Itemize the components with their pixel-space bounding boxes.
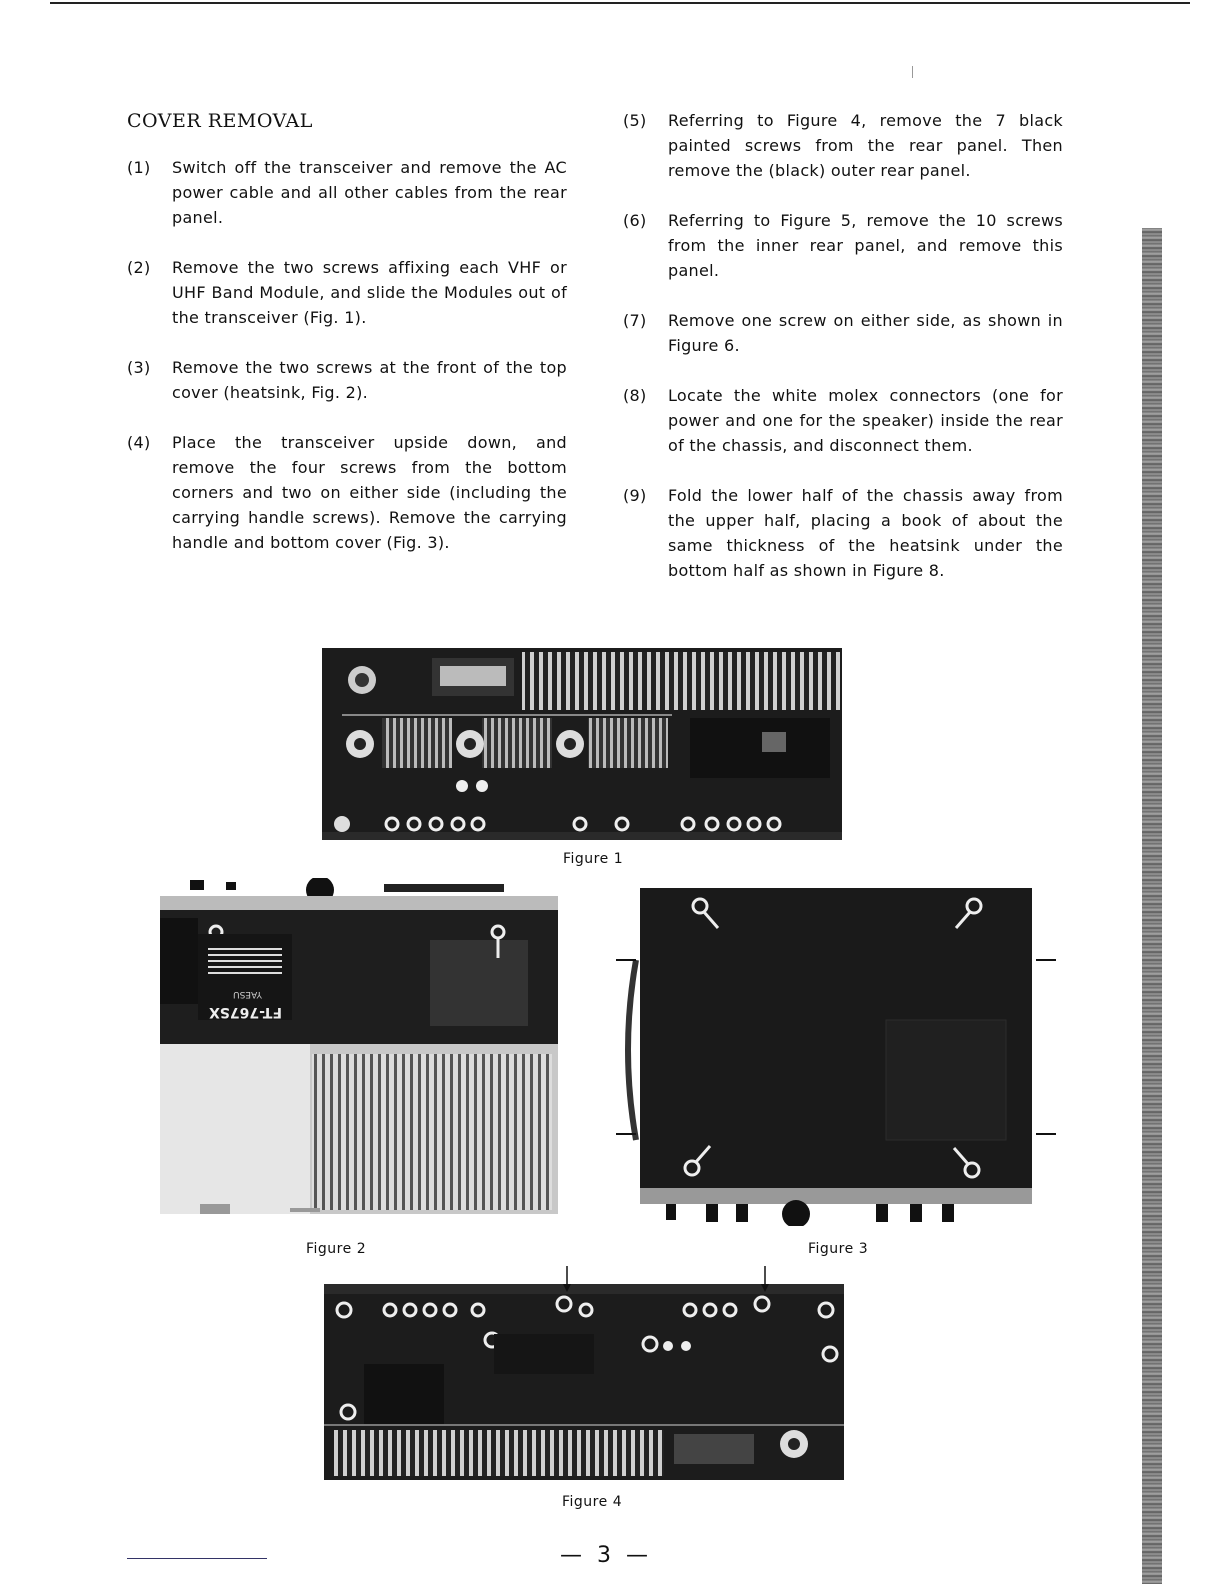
step-text: Place the transceiver upside down, and r… [172, 433, 567, 552]
figure-2-model-label: FT-767SX [209, 1004, 282, 1020]
step-number: (2) [127, 258, 151, 277]
step-6: (6) Referring to Figure 5, remove the 10… [623, 208, 1063, 283]
step-7: (7) Remove one screw on either side, as … [623, 308, 1063, 358]
figure-4-arrow-icon [761, 1266, 769, 1292]
step-text: Remove one screw on either side, as show… [668, 311, 1063, 355]
step-text: Fold the lower half of the chassis away … [668, 486, 1063, 580]
figure-3-caption: Figure 3 [808, 1241, 869, 1257]
step-number: (8) [623, 386, 647, 405]
step-1: (1) Switch off the transceiver and remov… [127, 155, 567, 230]
step-text: Referring to Figure 4, remove the 7 blac… [668, 111, 1063, 180]
figure-1-caption: Figure 1 [563, 851, 624, 867]
right-column: (5) Referring to Figure 4, remove the 7 … [623, 108, 1063, 608]
step-text: Remove the two screws at the front of th… [172, 358, 567, 402]
figure-4-photo [324, 1284, 844, 1480]
step-text: Switch off the transceiver and remove th… [172, 158, 567, 227]
step-2: (2) Remove the two screws affixing each … [127, 255, 567, 330]
step-4: (4) Place the transceiver upside down, a… [127, 430, 567, 555]
step-number: (9) [623, 486, 647, 505]
step-number: (5) [623, 111, 647, 130]
step-text: Locate the white molex connectors (one f… [668, 386, 1063, 455]
figure-3-photo [616, 880, 1062, 1226]
figure-2-photo: FT-767SX YAESU [160, 878, 558, 1214]
figure-4-caption: Figure 4 [562, 1494, 623, 1510]
step-number: (4) [127, 433, 151, 452]
left-column: COVER REMOVAL (1) Switch off the transce… [127, 108, 567, 580]
footnote-rule [127, 1558, 267, 1559]
step-number: (3) [127, 358, 151, 377]
figure-2-caption: Figure 2 [306, 1241, 367, 1257]
step-number: (6) [623, 211, 647, 230]
top-rule [50, 2, 1190, 4]
figure-4-arrow-icon [563, 1266, 571, 1292]
step-5: (5) Referring to Figure 4, remove the 7 … [623, 108, 1063, 183]
step-number: (1) [127, 158, 151, 177]
scan-edge-strip [1142, 228, 1162, 1584]
page-number: — 3 — [560, 1543, 652, 1568]
step-9: (9) Fold the lower half of the chassis a… [623, 483, 1063, 583]
step-text: Remove the two screws affixing each VHF … [172, 258, 567, 327]
step-number: (7) [623, 311, 647, 330]
section-title: COVER REMOVAL [127, 110, 313, 132]
figure-2-brand-label: YAESU [233, 989, 263, 999]
step-3: (3) Remove the two screws at the front o… [127, 355, 567, 405]
figure-1-photo [322, 648, 842, 840]
step-text: Referring to Figure 5, remove the 10 scr… [668, 211, 1063, 280]
scan-mark [912, 66, 913, 78]
step-8: (8) Locate the white molex connectors (o… [623, 383, 1063, 458]
